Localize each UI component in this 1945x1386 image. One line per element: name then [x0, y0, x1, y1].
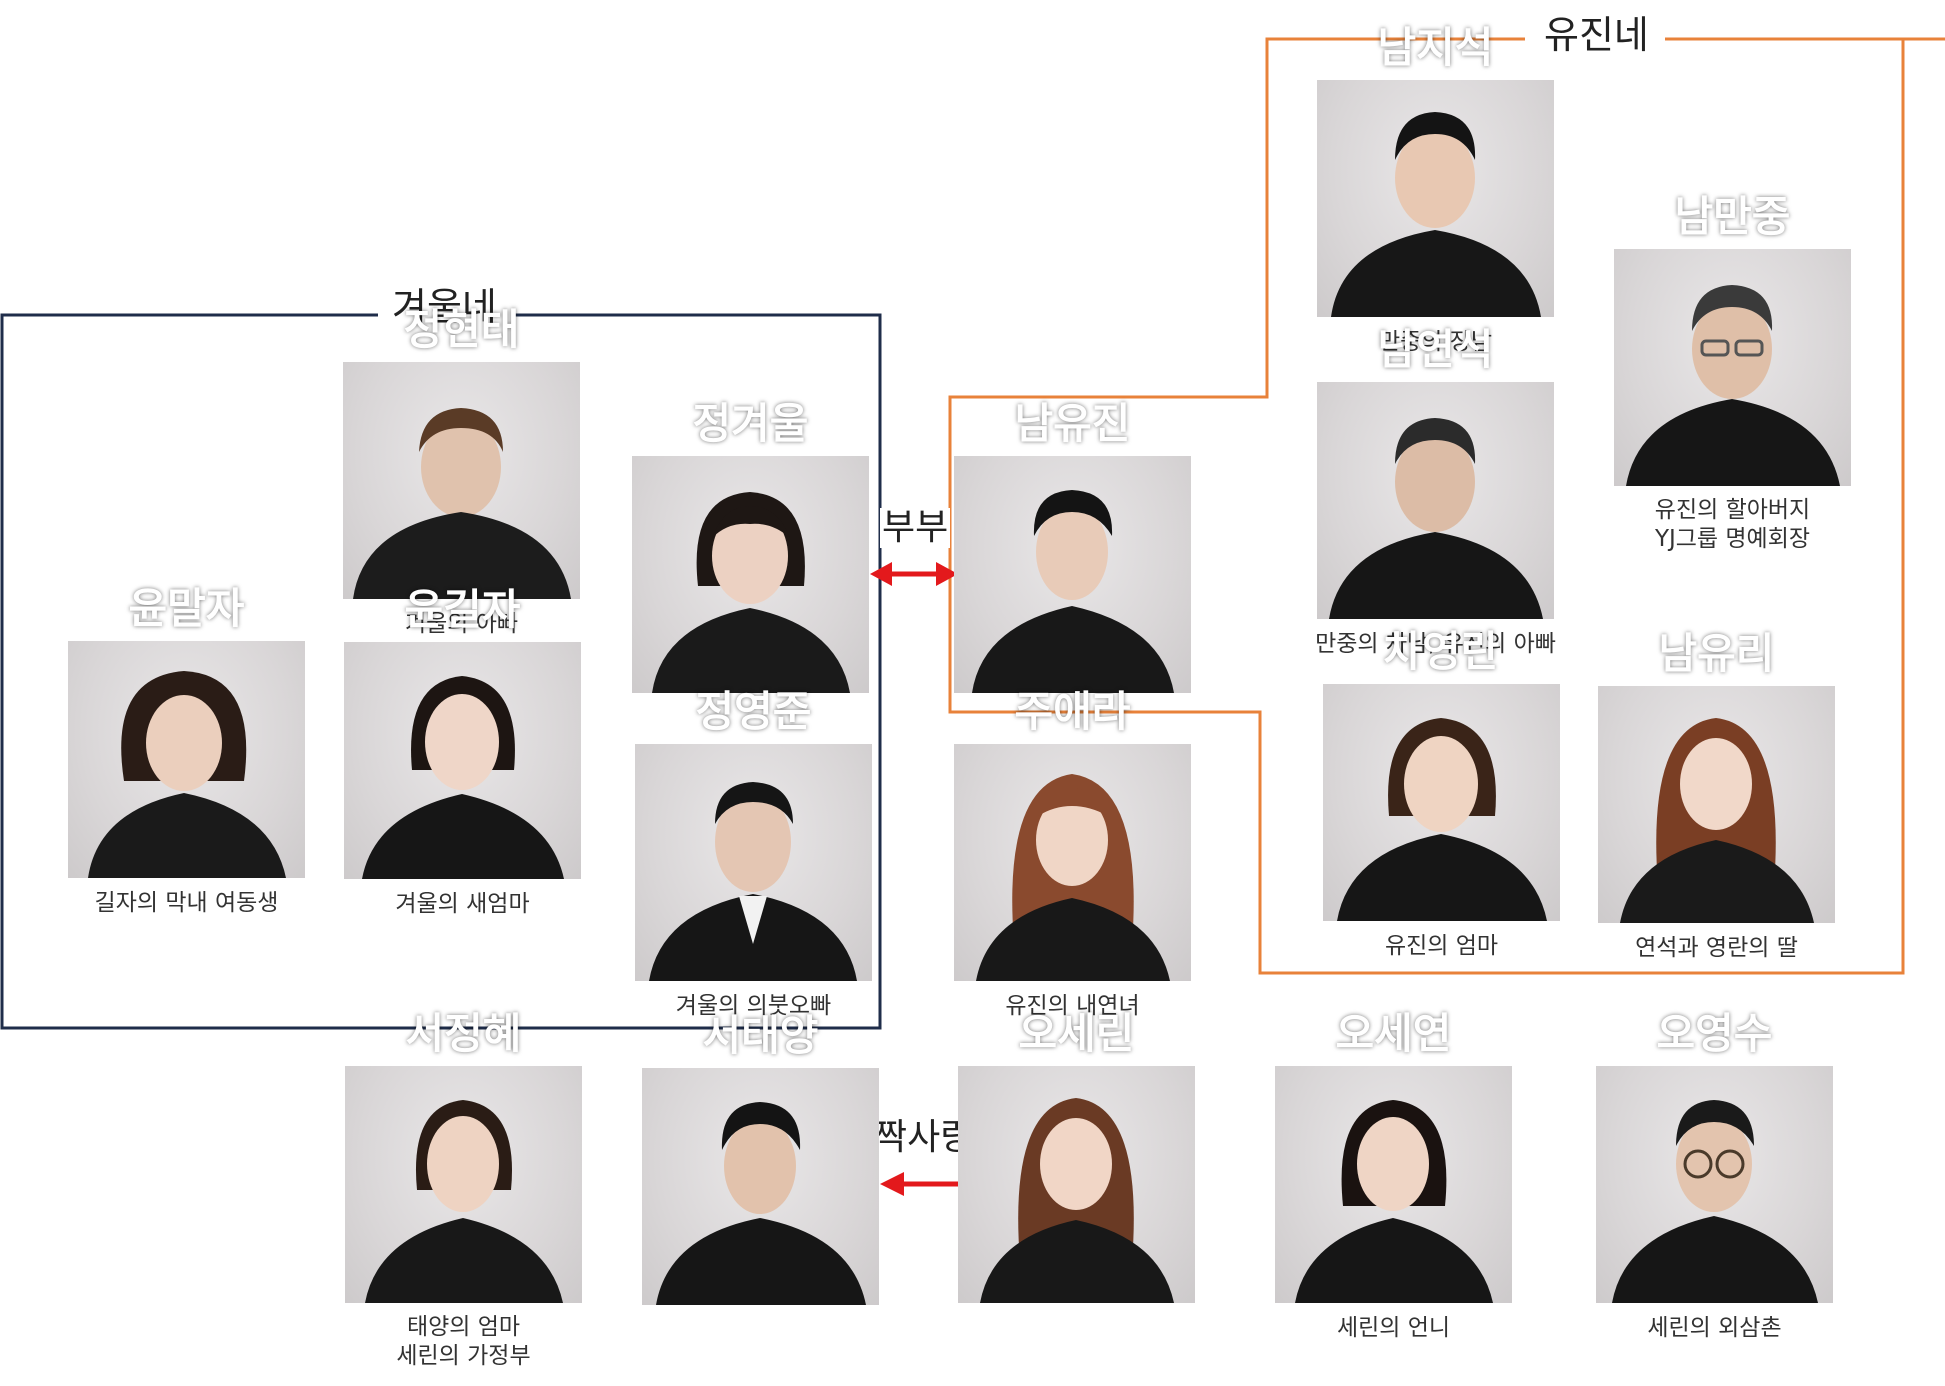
character-name: 서태양 [702, 1011, 819, 1060]
portrait-photo [1596, 1066, 1833, 1303]
portrait-photo [954, 744, 1191, 981]
portrait-photo [1275, 1066, 1512, 1303]
character-role: 유진의 할아버지 YJ그룹 명예회장 [1564, 496, 1901, 554]
character-role: 태양의 엄마 세린의 가정부 [295, 1313, 632, 1371]
couple-label: 부부 [880, 507, 951, 548]
character-name: 남유리 [1658, 629, 1775, 678]
character-name: 차영란 [1383, 627, 1500, 676]
character-role: 겨울의 의붓오빠 [675, 993, 832, 1019]
character-role-line1: 유진의 할아버지 [1654, 497, 1811, 523]
character-role-line2: YJ그룹 명예회장 [1654, 526, 1811, 552]
character-name: 오영수 [1656, 1009, 1773, 1058]
winter-family-border [0, 313, 882, 1030]
character-name: 남만중 [1674, 192, 1791, 241]
character-name: 정현태 [403, 305, 520, 354]
character-role: 겨울의 새엄마 [395, 891, 530, 917]
portrait-photo [1317, 382, 1554, 619]
character-role: 세린의 외삼촌 [1647, 1315, 1782, 1341]
portrait-photo [343, 362, 580, 599]
portrait-photo [68, 641, 305, 878]
character-role: 유진의 엄마 [1384, 933, 1499, 959]
couple-arrow [870, 562, 958, 586]
portrait-photo [958, 1066, 1195, 1303]
portrait-photo [1317, 80, 1554, 317]
character-name: 오세린 [1018, 1009, 1135, 1058]
character-role: 연석과 영란의 딸 [1635, 935, 1798, 961]
crush-arrow [880, 1172, 960, 1196]
character-role-line2: 세린의 가정부 [396, 1343, 531, 1369]
portrait-photo [954, 456, 1191, 693]
character-name: 남지석 [1377, 23, 1494, 72]
character-role: 만중의 차남, 유진의 아빠 [1315, 631, 1556, 657]
portrait-photo [344, 642, 581, 879]
character-name: 남연석 [1377, 325, 1494, 374]
yujin-family-label: 유진네 [1530, 13, 1663, 57]
character-role-line1: 태양의 엄마 [406, 1314, 521, 1340]
character-name: 정겨울 [692, 399, 809, 448]
portrait-photo [1598, 686, 1835, 923]
character-name: 오세연 [1335, 1009, 1452, 1058]
character-name: 서정혜 [405, 1009, 522, 1058]
portrait-photo [1614, 249, 1851, 486]
character-name: 정영준 [695, 687, 812, 736]
portrait-photo [642, 1068, 879, 1305]
character-role: 세린의 언니 [1336, 1315, 1451, 1341]
winter-family-label: 겨울네 [378, 285, 511, 329]
character-role: 길자의 막내 여동생 [94, 890, 279, 916]
portrait-photo [632, 456, 869, 693]
portrait-photo [635, 744, 872, 981]
yujin-family-border [948, 37, 1945, 975]
portrait-photo [1323, 684, 1560, 921]
character-name: 남유진 [1014, 399, 1131, 448]
character-role: 만중의 장남 [1378, 329, 1493, 355]
character-role: 유진의 내연녀 [1005, 993, 1140, 1019]
character-name: 주애라 [1014, 687, 1131, 736]
character-role: 겨울의 아빠 [404, 611, 519, 637]
character-name: 윤말자 [128, 584, 245, 633]
character-name: 윤길자 [404, 585, 521, 634]
portrait-photo [345, 1066, 582, 1303]
